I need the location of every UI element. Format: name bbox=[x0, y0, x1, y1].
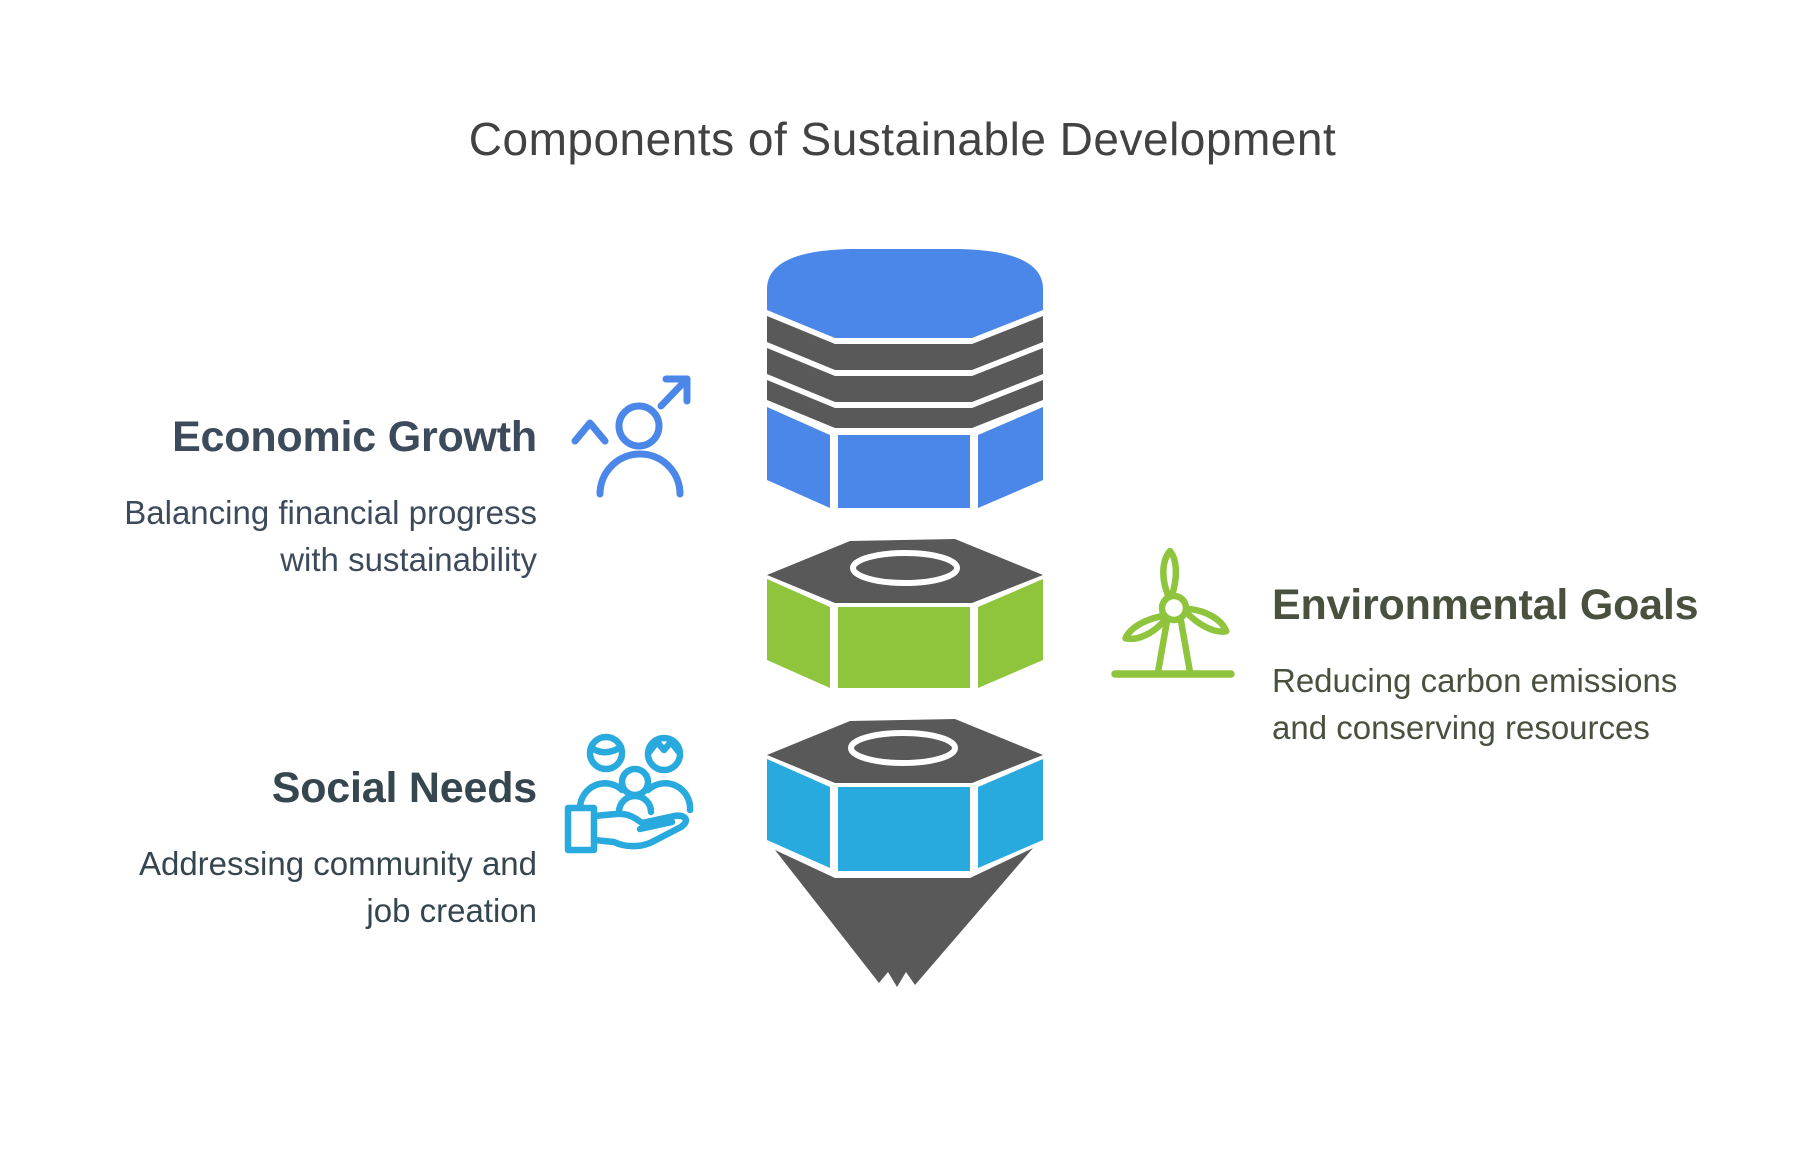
segment-left-face bbox=[767, 759, 830, 868]
pencil-tip bbox=[775, 848, 1033, 987]
segment-top-face bbox=[767, 719, 1043, 783]
segment-front-face bbox=[838, 607, 970, 688]
segment-front-face bbox=[838, 435, 970, 508]
adult-head bbox=[644, 734, 684, 774]
social-heading: Social Needs bbox=[271, 764, 537, 812]
segment-right-face bbox=[978, 759, 1043, 868]
wind-turbine-icon bbox=[1103, 547, 1248, 693]
ferrule-band bbox=[767, 380, 1043, 428]
pencil-graphic bbox=[765, 243, 1045, 1008]
segment-left-face bbox=[767, 407, 830, 508]
hair-zigzag bbox=[646, 738, 682, 755]
person-body bbox=[596, 450, 684, 498]
segment-environmental bbox=[767, 539, 1043, 688]
eraser-cap bbox=[767, 249, 1043, 338]
turbine-blade bbox=[1183, 605, 1230, 635]
segment-right-face bbox=[978, 579, 1043, 688]
diagram-title: Components of Sustainable Development bbox=[468, 113, 1337, 165]
arrow-head bbox=[662, 375, 691, 405]
finger-line bbox=[636, 818, 676, 833]
chevron-up-icon bbox=[571, 419, 609, 445]
adult-shoulders bbox=[644, 780, 694, 814]
child-shoulders bbox=[615, 792, 655, 816]
description-line: job creation bbox=[366, 892, 537, 930]
turbine-blade bbox=[1122, 612, 1169, 643]
ferrule-band bbox=[767, 348, 1043, 402]
turbine-hub bbox=[1158, 592, 1190, 624]
child-head bbox=[618, 765, 652, 799]
turbine-tower bbox=[1154, 617, 1194, 676]
social-description: Addressing community and job creation bbox=[37, 841, 537, 935]
open-hand bbox=[590, 810, 690, 850]
ferrule-band bbox=[767, 316, 1043, 370]
economic-heading: Economic Growth bbox=[172, 413, 537, 461]
adult-head bbox=[586, 733, 626, 773]
segment-front-face bbox=[838, 787, 970, 871]
economic-description: Balancing financial progress with sustai… bbox=[37, 490, 537, 584]
description-line: Reducing carbon emissions bbox=[1272, 662, 1678, 700]
section-social: Social Needs Addressing community and jo… bbox=[37, 764, 537, 935]
turbine-blade bbox=[1160, 547, 1180, 599]
segment-social bbox=[767, 719, 1043, 871]
person-growth-arrow-icon bbox=[568, 370, 703, 510]
adult-shoulders bbox=[576, 780, 626, 812]
lead-ring bbox=[850, 550, 960, 586]
section-economic: Economic Growth Balancing financial prog… bbox=[37, 413, 537, 584]
section-environmental: Environmental Goals Reducing carbon emis… bbox=[1272, 581, 1792, 752]
family-supported-by-hand-icon bbox=[560, 724, 700, 871]
environmental-description: Reducing carbon emissions and conserving… bbox=[1272, 658, 1792, 752]
description-line: with sustainability bbox=[280, 541, 537, 579]
lead-ring bbox=[848, 730, 958, 766]
segment-left-face bbox=[767, 579, 830, 688]
sleeve-cuff bbox=[564, 804, 598, 854]
hair-line bbox=[588, 743, 625, 756]
segment-economic bbox=[767, 407, 1043, 508]
segment-right-face bbox=[978, 407, 1043, 508]
description-line: Balancing financial progress bbox=[124, 494, 537, 532]
description-line: and conserving resources bbox=[1272, 709, 1650, 747]
environmental-heading: Environmental Goals bbox=[1272, 581, 1699, 629]
person-head bbox=[615, 402, 663, 450]
arrow-shaft bbox=[657, 375, 691, 410]
segment-top-face bbox=[767, 539, 1043, 603]
description-line: Addressing community and bbox=[138, 845, 537, 883]
